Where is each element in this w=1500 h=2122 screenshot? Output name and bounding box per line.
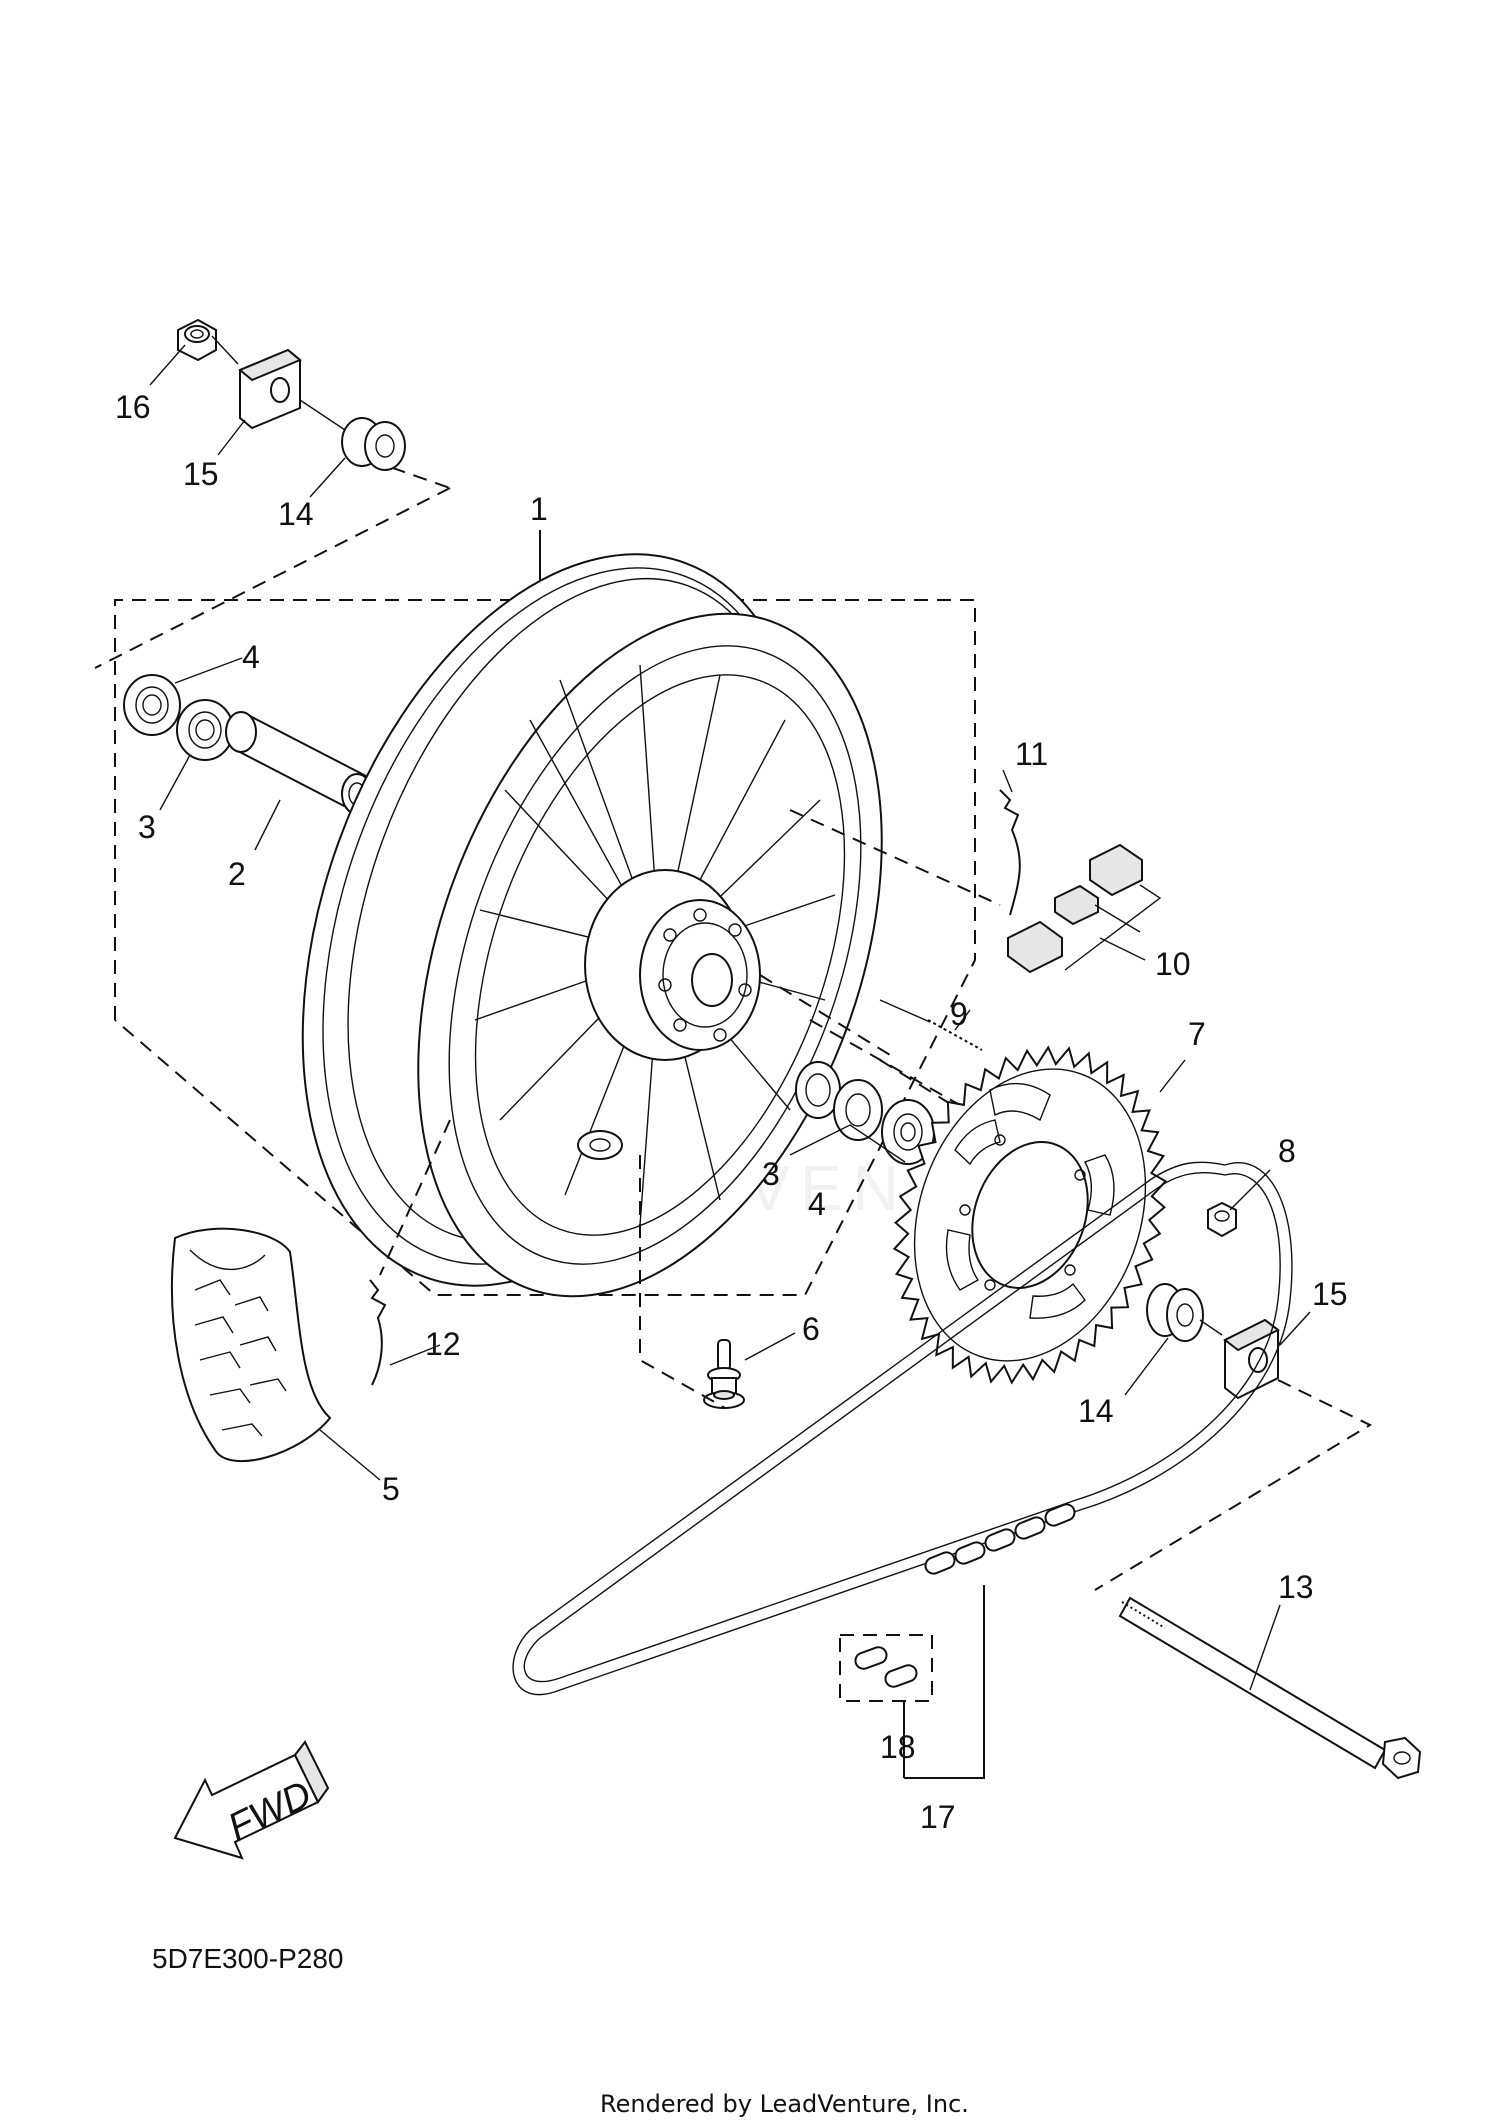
callout-9: 9 <box>950 996 968 1032</box>
tire-5 <box>170 1227 332 1463</box>
callout-4-left: 4 <box>242 639 260 675</box>
callout-3-left: 3 <box>138 809 156 845</box>
callout-15-top: 15 <box>183 456 219 492</box>
drive-chain-17 <box>512 1161 1293 1696</box>
callout-8: 8 <box>1278 1133 1296 1169</box>
callout-15-right: 15 <box>1312 1276 1348 1312</box>
collar-14-right <box>1146 1283 1204 1342</box>
clip-11 <box>999 789 1021 916</box>
leader-17 <box>904 1585 985 1779</box>
callout-4-right: 4 <box>808 1186 826 1222</box>
callout-18: 18 <box>880 1729 916 1765</box>
sprocket-7 <box>892 1045 1168 1385</box>
chain-adjuster-15-top <box>238 348 302 430</box>
callout-14-top: 14 <box>278 496 314 532</box>
axle-line-right <box>1094 1379 1373 1591</box>
callout-14-right: 14 <box>1078 1393 1114 1429</box>
bearing-3-left <box>176 699 234 761</box>
callout-7: 7 <box>1188 1016 1206 1052</box>
callouts: 1 2 3 3 4 4 5 6 7 8 9 10 11 12 13 14 14 … <box>115 389 1348 1835</box>
clip-12 <box>369 1119 451 1386</box>
damper-10 <box>1007 843 1162 974</box>
bearing-line <box>809 1019 966 1109</box>
spacer-2 <box>225 711 373 815</box>
callout-13: 13 <box>1278 1569 1314 1605</box>
bearing-4-left <box>123 674 181 736</box>
callout-11: 11 <box>1015 736 1048 772</box>
callout-1: 1 <box>530 491 548 527</box>
axle-13 <box>1118 1596 1422 1780</box>
axle-nut-16 <box>177 318 217 362</box>
callout-12: 12 <box>425 1326 461 1362</box>
leader-lines <box>149 344 1311 1691</box>
callout-5: 5 <box>382 1471 400 1507</box>
diagram-reference-code: 5D7E300-P280 <box>152 1943 343 1974</box>
callout-3-right: 3 <box>762 1156 780 1192</box>
collar-14-top <box>341 417 406 471</box>
master-link-18 <box>839 1634 933 1702</box>
axle-line-top <box>369 459 451 489</box>
callout-6: 6 <box>802 1311 820 1347</box>
axle-line-left <box>94 487 451 669</box>
tire-valve-6 <box>703 1339 745 1409</box>
rear-wheel <box>301 553 883 1298</box>
bearing-3-right-b <box>833 1079 883 1141</box>
nut-8 <box>1207 1201 1237 1238</box>
callout-2: 2 <box>228 856 246 892</box>
callout-10: 10 <box>1155 946 1191 982</box>
damper-line <box>789 809 1001 906</box>
chain-adjuster-15-right <box>1223 1318 1280 1400</box>
callout-16: 16 <box>115 389 151 425</box>
callout-17: 17 <box>920 1799 956 1835</box>
fwd-arrow-icon: FWD <box>173 1740 330 1860</box>
render-credit: Rendered by LeadVenture, Inc. <box>600 2090 969 2118</box>
axle-line-sprocket <box>879 1059 961 1111</box>
stud-bolt-9 <box>879 999 983 1051</box>
axle-line-center <box>759 974 891 1056</box>
